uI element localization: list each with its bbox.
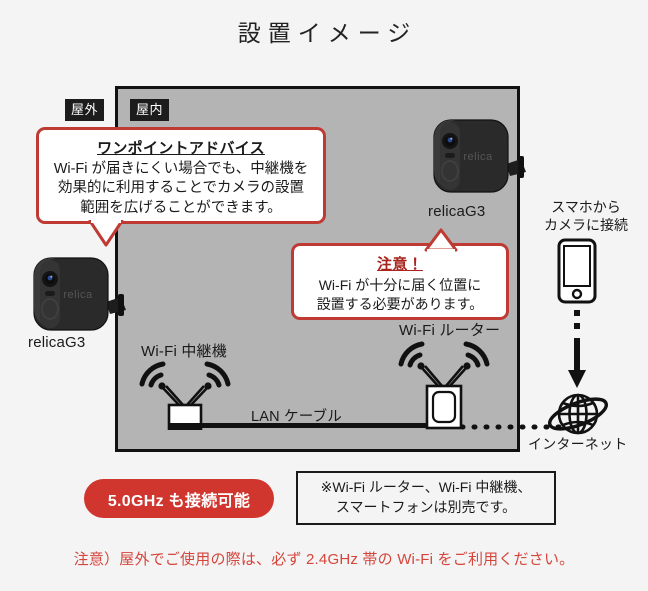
smartphone-icon	[557, 238, 597, 304]
lan-cable-label: LAN ケーブル	[251, 409, 342, 425]
router-icon	[398, 341, 490, 430]
callout-warning: 注意！ Wi-Fi が十分に届く位置に 設置する必要があります。	[291, 243, 509, 320]
note-line1: ※Wi-Fi ルーター、Wi-Fi 中継機、	[320, 479, 532, 495]
callout-advice-line3: 範囲を広げることができます。	[80, 199, 282, 216]
smartphone-device	[556, 238, 598, 309]
note-line2: スマートフォンは別売です。	[335, 498, 517, 515]
internet-label: インターネット	[528, 436, 628, 452]
camera-icon-right: relica	[433, 119, 526, 193]
camera-left-label: relicaG3	[28, 334, 86, 351]
svg-text:relica: relica	[463, 151, 493, 163]
router-device	[392, 338, 496, 435]
callout-warning-tail	[424, 228, 458, 252]
zone-badge-indoor: 屋内	[130, 99, 170, 121]
phone-label: スマホから カメラに接続	[531, 198, 641, 234]
internet-globe	[545, 388, 611, 447]
note-box: ※Wi-Fi ルーター、Wi-Fi 中継機、 スマートフォンは別売です。	[296, 471, 556, 525]
callout-warning-heading: 注意！	[377, 256, 423, 273]
badge-5ghz: 5.0GHz も接続可能	[84, 479, 274, 518]
callout-advice-tail	[88, 220, 124, 248]
callout-warning-line2: 設置する必要があります。	[316, 295, 484, 312]
callout-warning-line1: Wi-Fi が十分に届く位置に	[318, 277, 482, 293]
callout-advice: ワンポイントアドバイス Wi-Fi が届きにくい場合でも、中継機を 効果的に利用…	[36, 127, 326, 224]
footer-note: 注意）屋外でご使用の際は、必ず 2.4GHz 帯の Wi-Fi をご利用ください…	[73, 551, 575, 568]
zone-badge-outdoor: 屋外	[65, 99, 105, 121]
page-title: 設置イメージ	[237, 20, 418, 46]
callout-advice-heading: ワンポイントアドバイス	[97, 140, 265, 157]
camera-right-label: relicaG3	[428, 203, 486, 220]
repeater-label: Wi-Fi 中継機	[141, 343, 227, 360]
callout-advice-line2: 効果的に利用することでカメラの設置	[57, 180, 305, 197]
router-label: Wi-Fi ルーター	[399, 322, 501, 339]
phone-to-internet-arrow	[566, 308, 590, 395]
repeater-icon	[139, 361, 231, 431]
callout-advice-line1: Wi-Fi が届きにくい場合でも、中継機を	[53, 161, 309, 177]
phone-label-line2: カメラに接続	[544, 217, 628, 234]
camera-device-left: relica	[20, 250, 130, 350]
lan-cable-line	[168, 423, 428, 428]
phone-label-line1: スマホから	[551, 199, 621, 215]
camera-icon-left: relica	[33, 257, 126, 331]
globe-icon	[548, 393, 608, 435]
camera-device-right: relica	[420, 112, 530, 212]
svg-text:relica: relica	[63, 289, 93, 301]
